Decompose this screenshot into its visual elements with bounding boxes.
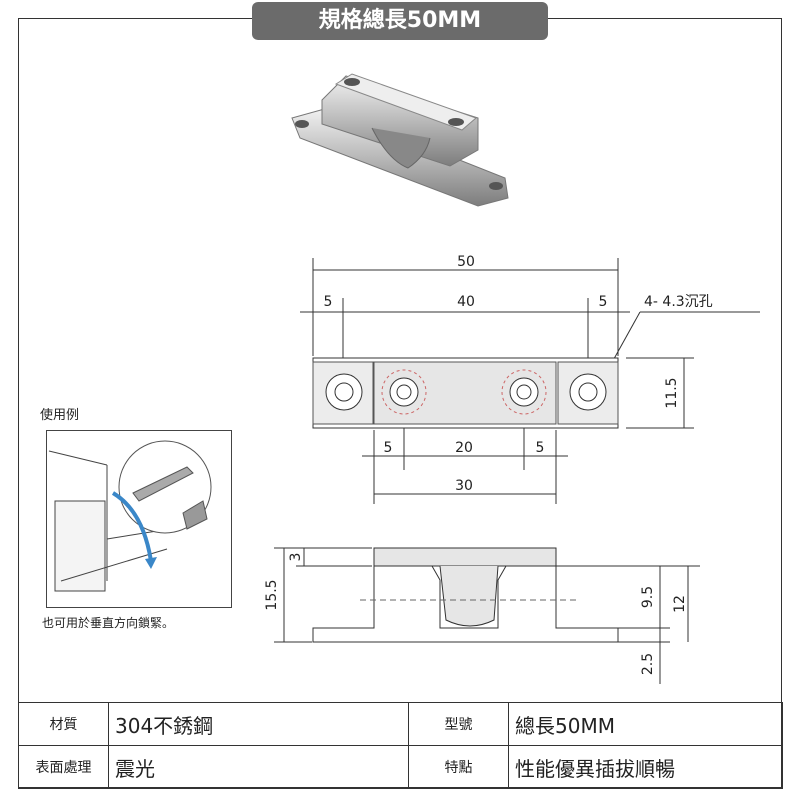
spec-row: 材質 304不銹鋼 型號 總長50MM (18, 702, 783, 746)
usage-drawing (48, 440, 212, 592)
material-label: 材質 (18, 702, 109, 746)
usage-note: 也可用於垂直方向鎖緊。 (42, 616, 175, 630)
side-mid-label: 9.5 (640, 586, 656, 608)
model-value: 總長50MM (508, 702, 783, 746)
dim-bottom-center-label: 20 (455, 440, 473, 456)
spec-table: 材質 304不銹鋼 型號 總長50MM 表面處理 震光 特點 性能優異插拔順暢 (18, 702, 783, 789)
hole-note-label: 4- 4.3沉孔 (644, 294, 713, 310)
dim-inner-label: 30 (455, 478, 473, 494)
dim-right-edge-label: 5 (599, 294, 608, 310)
surface-label: 表面處理 (18, 745, 109, 789)
side-top-label: 3 (288, 553, 304, 562)
dim-total-label: 50 (457, 254, 475, 270)
dim-bottom-right-label: 5 (536, 440, 545, 456)
dim-center-label: 40 (457, 294, 475, 310)
title-badge: 規格總長50MM (252, 2, 548, 40)
feature-label: 特點 (408, 745, 509, 789)
side-view (312, 547, 619, 643)
spec-row: 表面處理 震光 特點 性能優異插拔順暢 (18, 745, 783, 789)
dim-height-label: 11.5 (664, 377, 680, 408)
top-view (312, 357, 619, 429)
dim-bottom-left-label: 5 (384, 440, 393, 456)
dim-left-edge-label: 5 (324, 294, 333, 310)
model-label: 型號 (408, 702, 509, 746)
usage-label: 使用例 (40, 408, 80, 423)
catch-photo-image (291, 73, 509, 207)
material-value: 304不銹鋼 (108, 702, 409, 746)
side-height-label: 15.5 (264, 579, 280, 610)
feature-value: 性能優異插拔順暢 (508, 745, 783, 789)
surface-value: 震光 (108, 745, 409, 789)
side-right-label: 12 (672, 595, 688, 613)
usage-illustration (46, 430, 232, 608)
side-bottom-label: 2.5 (640, 653, 656, 675)
